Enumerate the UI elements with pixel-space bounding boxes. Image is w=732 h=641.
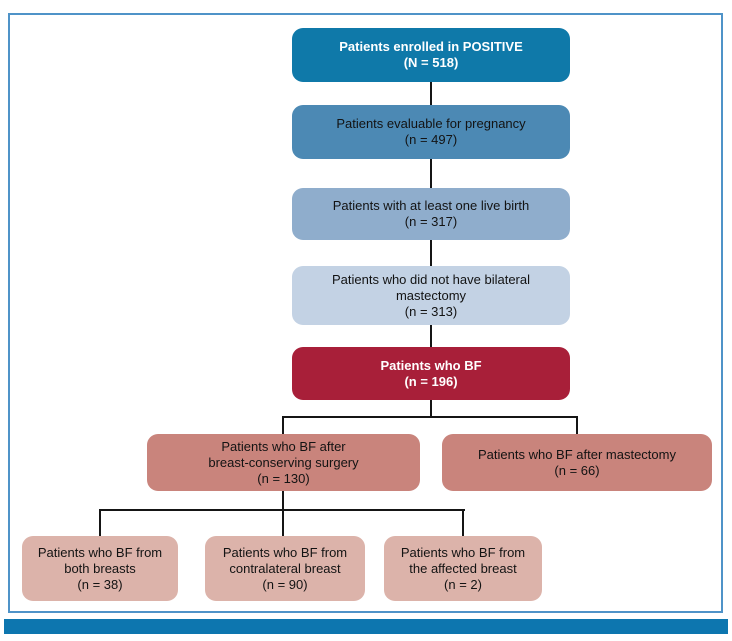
node-enrolled: Patients enrolled in POSITIVE (N = 518): [292, 28, 570, 82]
connector-bf-branch-drop-left: [282, 416, 284, 434]
footer-accent-bar: [4, 619, 728, 634]
connector-nobilat-bf: [430, 325, 432, 348]
node-text-line: Patients who BF from: [400, 544, 526, 560]
node-text-line: both breasts: [64, 560, 136, 576]
node-bf-contralateral-breast: Patients who BF from contralateral breas…: [205, 536, 365, 601]
node-count-line: (n = 38): [77, 576, 123, 592]
node-bf-both-breasts: Patients who BF from both breasts (n = 3…: [22, 536, 178, 601]
connector-bcs-branch-drop-right: [462, 509, 464, 536]
node-text-line: mastectomy: [395, 287, 467, 303]
connector-enrolled-evaluable: [430, 82, 432, 106]
node-bf-after-mastectomy: Patients who BF after mastectomy (n = 66…: [442, 434, 712, 491]
node-count-line: (n = 317): [404, 214, 458, 229]
node-count-line: (n = 497): [404, 132, 458, 147]
node-count-line: (n = 2): [444, 576, 482, 592]
node-evaluable-for-pregnancy: Patients evaluable for pregnancy (n = 49…: [292, 105, 570, 159]
connector-bf-branch-stem: [430, 400, 432, 418]
node-bf-affected-breast: Patients who BF from the affected breast…: [384, 536, 542, 601]
node-text-line: Patients who did not have bilateral: [331, 271, 530, 287]
node-no-bilateral-mastectomy: Patients who did not have bilateral mast…: [292, 266, 570, 325]
figure-frame-border: [8, 13, 723, 613]
connector-evaluable-livebirth: [430, 159, 432, 188]
connector-bcs-branch-drop-left: [99, 509, 101, 536]
node-count-line: (n = 66): [554, 462, 600, 478]
node-text-line: Patients enrolled in POSITIVE: [339, 39, 523, 54]
node-text-line: Patients evaluable for pregnancy: [336, 116, 526, 131]
connector-bf-branch-drop-right: [576, 416, 578, 434]
node-text-line: Patients who BF: [380, 357, 482, 373]
node-text-line: Patients who BF after mastectomy: [478, 446, 676, 462]
connector-livebirth-nobilat: [430, 240, 432, 266]
node-text-line: contralateral breast: [229, 560, 341, 576]
node-text-line: breast-conserving surgery: [208, 454, 359, 470]
connector-bcs-branch-drop-mid: [282, 509, 284, 536]
node-text-line: Patients who BF from: [222, 544, 348, 560]
connector-bcs-branch-stem: [282, 491, 284, 511]
node-count-line: (n = 196): [404, 373, 458, 389]
node-count-line: (N = 518): [403, 55, 459, 70]
node-count-line: (n = 313): [404, 303, 458, 319]
node-text-line: Patients who BF after: [221, 438, 346, 454]
node-text-line: Patients with at least one live birth: [332, 198, 530, 213]
node-bf-after-breast-conserving-surgery: Patients who BF after breast-conserving …: [147, 434, 420, 491]
node-count-line: (n = 130): [257, 470, 310, 486]
node-at-least-one-live-birth: Patients with at least one live birth (n…: [292, 188, 570, 240]
node-text-line: Patients who BF from: [37, 544, 163, 560]
node-patients-who-bf: Patients who BF (n = 196): [292, 347, 570, 400]
node-text-line: the affected breast: [409, 560, 517, 576]
connector-bf-branch-bar: [282, 416, 578, 418]
node-count-line: (n = 90): [262, 576, 308, 592]
